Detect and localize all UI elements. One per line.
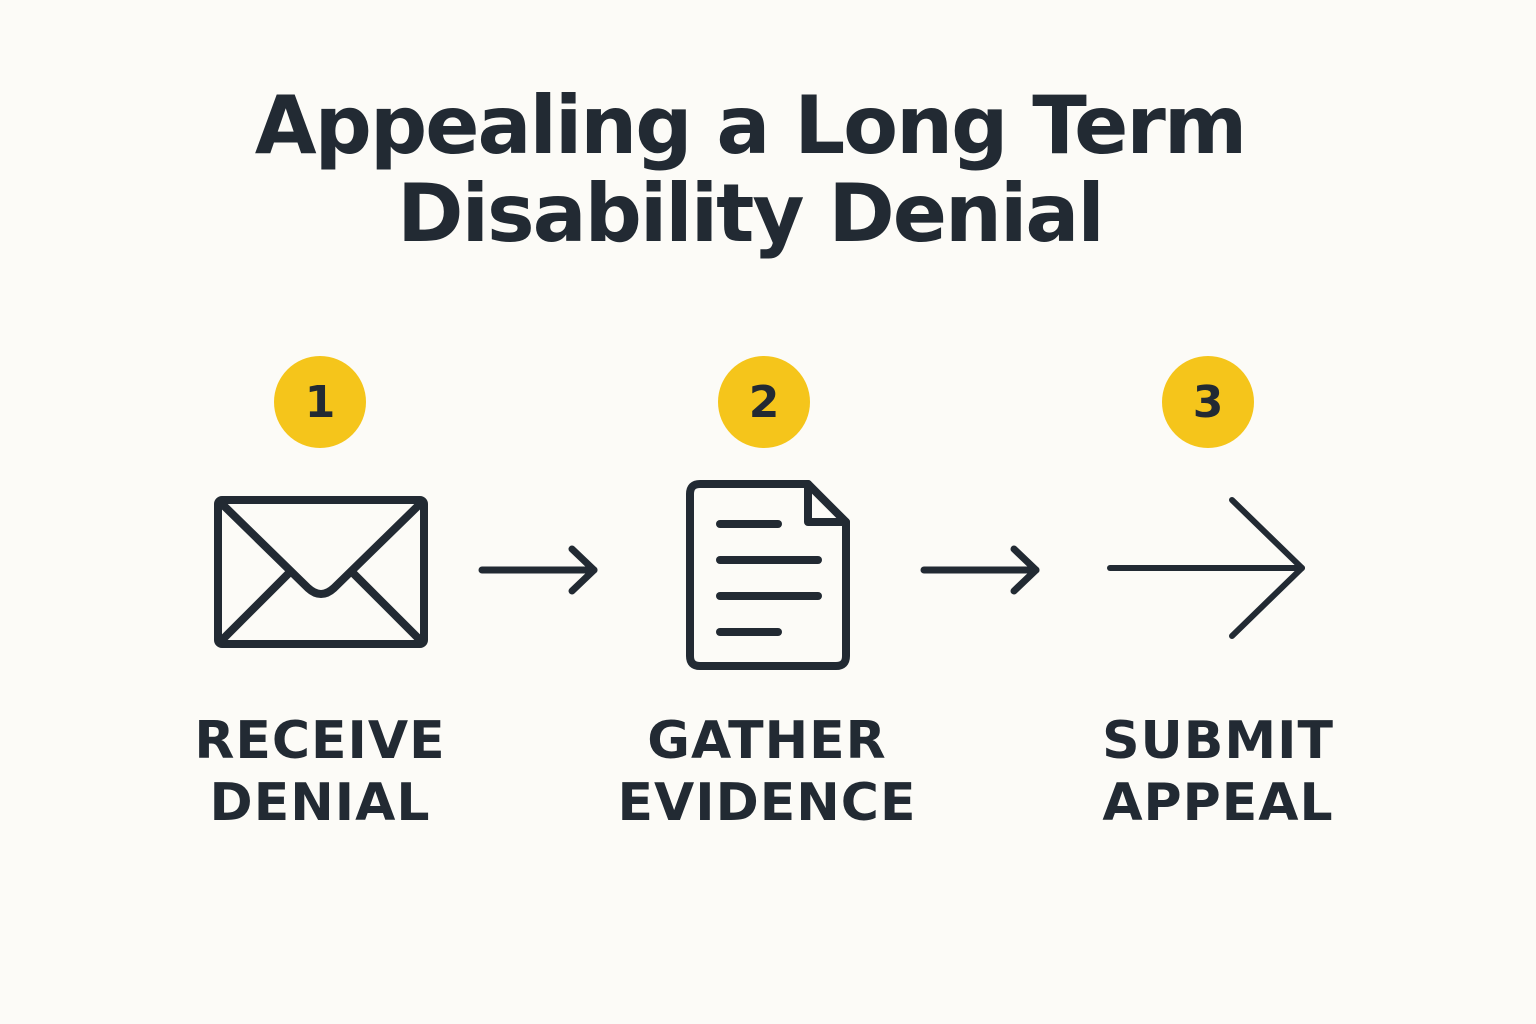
step-1-label-line-2: DENIAL <box>209 773 431 833</box>
envelope-icon <box>214 496 428 648</box>
arrow-right-icon <box>1107 497 1305 639</box>
page-title: Appealing a Long Term Disability Denial <box>0 82 1500 258</box>
step-3-label: SUBMIT APPEAL <box>1048 710 1388 834</box>
step-2-badge: 2 <box>718 356 810 448</box>
step-3-badge: 3 <box>1162 356 1254 448</box>
connector-arrow-2-icon <box>920 545 1040 595</box>
step-1-label-line-1: RECEIVE <box>194 711 446 771</box>
step-2-label: GATHER EVIDENCE <box>597 710 937 834</box>
step-1-badge: 1 <box>274 356 366 448</box>
step-3-label-line-1: SUBMIT <box>1102 711 1334 771</box>
step-2-label-line-1: GATHER <box>647 711 887 771</box>
step-3-label-line-2: APPEAL <box>1102 773 1334 833</box>
step-1-label: RECEIVE DENIAL <box>150 710 490 834</box>
connector-arrow-1-icon <box>478 545 598 595</box>
title-line-1: Appealing a Long Term <box>254 79 1247 172</box>
title-line-2: Disability Denial <box>397 167 1105 260</box>
step-2-label-line-2: EVIDENCE <box>617 773 917 833</box>
document-icon <box>686 480 850 670</box>
